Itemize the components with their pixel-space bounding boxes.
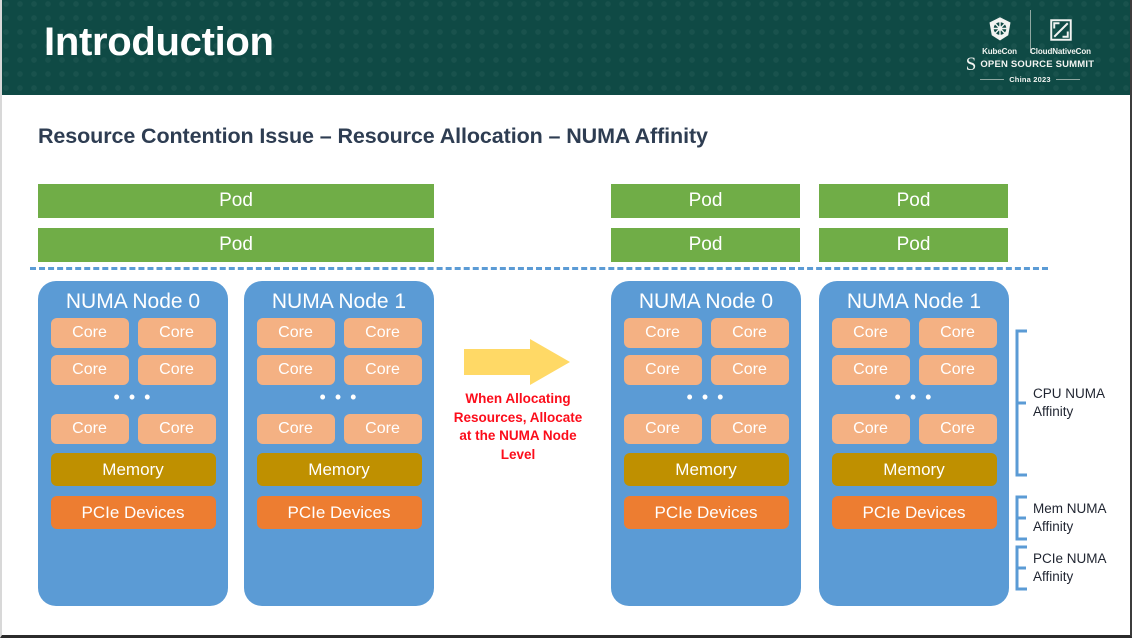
event-year-row: China 2023 — [968, 75, 1092, 84]
event-year-label: China 2023 — [1009, 75, 1051, 84]
memory-box: Memory — [256, 453, 422, 486]
core-box: Core — [831, 414, 910, 444]
kubernetes-helm-icon — [985, 15, 1015, 45]
core-row: Core Core — [38, 355, 228, 385]
cpu-numa-affinity-annotation: CPU NUMA Affinity — [1013, 329, 1105, 477]
core-box: Core — [710, 318, 789, 348]
pcie-numa-affinity-annotation: PCIe NUMA Affinity — [1013, 545, 1107, 591]
logo-rule-left — [980, 79, 1005, 80]
core-box: Core — [256, 355, 335, 385]
core-box: Core — [137, 414, 216, 444]
numa-node-title: NUMA Node 0 — [65, 290, 201, 313]
core-ellipsis: • • • — [894, 387, 934, 407]
numa-node-title: NUMA Node 0 — [638, 290, 774, 313]
core-box: Core — [137, 318, 216, 348]
core-row: Core Core — [819, 355, 1009, 385]
core-box: Core — [918, 318, 997, 348]
core-row: Core Core — [244, 318, 434, 348]
core-box: Core — [710, 355, 789, 385]
core-box: Core — [343, 318, 422, 348]
numa-node-panel: NUMA Node 0 Core Core Core Core • • • Co… — [611, 281, 801, 606]
kubecon-label: KubeCon — [982, 47, 1017, 56]
cncf-square-icon — [1046, 15, 1076, 45]
core-box: Core — [831, 318, 910, 348]
core-box: Core — [50, 318, 129, 348]
numa-node-title: NUMA Node 1 — [846, 290, 982, 313]
core-box: Core — [710, 414, 789, 444]
pod-bar: Pod — [819, 228, 1008, 262]
pod-node-separator — [30, 267, 1048, 270]
pod-bar: Pod — [819, 184, 1008, 218]
core-box: Core — [343, 414, 422, 444]
logo-rule-right — [1055, 79, 1080, 80]
core-row: Core Core — [611, 414, 801, 444]
core-box: Core — [343, 355, 422, 385]
core-box: Core — [50, 414, 129, 444]
core-ellipsis: • • • — [113, 387, 153, 407]
transition-callout-text: When Allocating Resources, Allocate at t… — [453, 391, 583, 462]
pcie-devices-box: PCIe Devices — [623, 496, 789, 529]
memory-box: Memory — [831, 453, 997, 486]
kubecon-logo-cell: KubeCon — [970, 15, 1030, 56]
pod-bar: Pod — [611, 228, 800, 262]
core-box: Core — [256, 318, 335, 348]
slide-header-banner: Introduction — [2, 0, 1130, 97]
open-source-summit-row: S OPEN SOURCE SUMMIT — [965, 54, 1095, 75]
core-box: Core — [137, 355, 216, 385]
pod-bar: Pod — [611, 184, 800, 218]
section-subtitle: Resource Contention Issue – Resource All… — [38, 124, 708, 148]
core-box: Core — [623, 414, 702, 444]
core-box: Core — [918, 355, 997, 385]
numa-node-panel: NUMA Node 1 Core Core Core Core • • • Co… — [819, 281, 1009, 606]
right-arrow-icon — [464, 339, 570, 385]
memory-box: Memory — [623, 453, 789, 486]
bracket-icon — [1015, 329, 1027, 477]
logo-top-row: KubeCon CloudNativeCon — [968, 8, 1092, 56]
core-row: Core Core — [38, 414, 228, 444]
core-row: Core Core — [244, 414, 434, 444]
core-row: Core Core — [819, 414, 1009, 444]
core-ellipsis: • • • — [686, 387, 726, 407]
open-source-summit-label: OPEN SOURCE SUMMIT — [980, 59, 1095, 70]
core-row: Core Core — [244, 355, 434, 385]
pod-bar: Pod — [38, 184, 434, 218]
logo-divider — [1029, 10, 1031, 53]
core-box: Core — [623, 355, 702, 385]
pcie-devices-box: PCIe Devices — [50, 496, 216, 529]
core-box: Core — [50, 355, 129, 385]
annotation-label: PCIe NUMA Affinity — [1033, 551, 1107, 584]
page-title: Introduction — [44, 20, 274, 64]
numa-node-panel: NUMA Node 0 Core Core Core Core • • • Co… — [38, 281, 228, 606]
memory-box: Memory — [50, 453, 216, 486]
annotation-label: CPU NUMA Affinity — [1033, 386, 1106, 419]
core-ellipsis: • • • — [319, 387, 359, 407]
pcie-devices-box: PCIe Devices — [256, 496, 422, 529]
cloudnativecon-label: CloudNativeCon — [1030, 47, 1091, 56]
event-logo-lockup: KubeCon CloudNativeCon — [965, 8, 1095, 90]
core-row: Core Core — [611, 355, 801, 385]
pcie-devices-box: PCIe Devices — [831, 496, 997, 529]
bracket-icon — [1015, 545, 1027, 591]
cloudnativecon-logo-cell: CloudNativeCon — [1030, 15, 1091, 56]
numa-node-panel: NUMA Node 1 Core Core Core Core • • • Co… — [244, 281, 434, 606]
bracket-icon — [1015, 495, 1027, 541]
oss-s-icon: S — [965, 54, 977, 75]
numa-node-title: NUMA Node 1 — [271, 290, 407, 313]
annotation-label: Mem NUMA Affinity — [1033, 501, 1107, 534]
core-box: Core — [918, 414, 997, 444]
core-row: Core Core — [819, 318, 1009, 348]
core-box: Core — [623, 318, 702, 348]
mem-numa-affinity-annotation: Mem NUMA Affinity — [1013, 495, 1107, 541]
core-box: Core — [256, 414, 335, 444]
core-row: Core Core — [611, 318, 801, 348]
core-box: Core — [831, 355, 910, 385]
pod-bar: Pod — [38, 228, 434, 262]
core-row: Core Core — [38, 318, 228, 348]
